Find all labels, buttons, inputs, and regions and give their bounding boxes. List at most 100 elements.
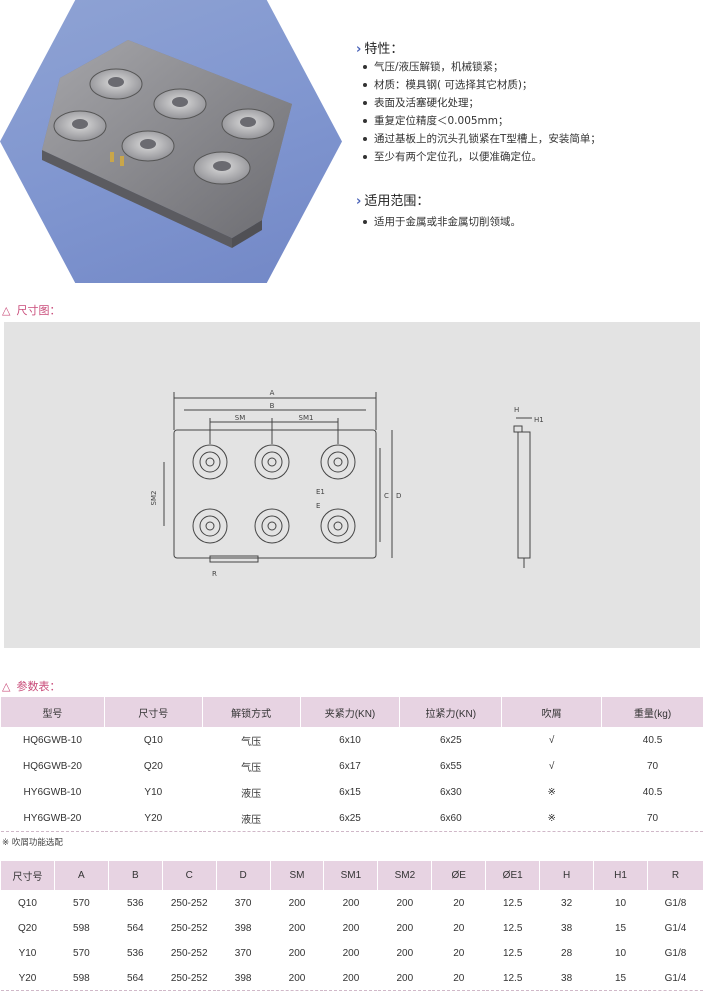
col-header: 拉紧力(KN) [399,696,503,728]
cell: G1/8 [646,940,704,966]
cell: G1/4 [646,965,704,991]
dim-label-e: E [316,502,320,510]
cell: 15 [593,915,648,941]
dimension-drawing: A B SM SM1 SM2 C D E1 E R H H1 [4,322,700,648]
chevron-right-icon: › [356,42,362,57]
cell: 6x55 [399,753,503,780]
cell: 40.5 [601,779,704,806]
cell: 200 [269,965,325,991]
dim-label-sm2: SM2 [150,491,158,506]
cell: Y20 [103,805,203,832]
cell: 20 [431,915,487,941]
col-header: 解锁方式 [201,696,301,728]
col-header: B [107,860,163,891]
cell: 12.5 [485,940,541,966]
scope-title: ›适用范围： [356,194,430,209]
cell: √ [501,753,603,780]
col-header: SM1 [323,860,379,891]
col-header: 尺寸号 [103,696,203,728]
dim-label-sm1: SM1 [299,414,314,422]
cell: 564 [107,915,163,941]
cell: 6x25 [399,727,503,754]
cell: HQ6GWB-10 [0,727,105,754]
dim-label-e1: E1 [316,488,325,496]
cell: 12.5 [485,915,541,941]
cell: 38 [539,915,595,941]
col-header: H [539,860,595,891]
col-header: C [161,860,217,891]
dim-label-c: C [384,492,389,500]
cell: 12.5 [485,890,541,916]
cell: 液压 [201,805,301,832]
cell: HQ6GWB-20 [0,753,105,780]
col-header: 夹紧力(KN) [299,696,401,728]
cell: 250-252 [161,940,217,966]
feature-item: 重复定位精度＜0.005mm； [363,113,509,128]
cell: 32 [539,890,595,916]
chevron-right-icon: › [356,194,362,209]
cell: G1/4 [646,915,704,941]
cell: ※ [501,779,603,806]
cell: 28 [539,940,595,966]
cell: 10 [593,940,648,966]
cell: HY6GWB-10 [0,779,105,806]
col-header: R [646,860,704,891]
col-header: 重量(kg) [601,696,704,728]
cell: 200 [377,965,433,991]
params-table: 型号 尺寸号 解锁方式 夹紧力(KN) 拉紧力(KN) 吹屑 重量(kg) HQ… [0,696,704,832]
technical-drawing: A B SM SM1 SM2 C D E1 E R H H1 [150,389,544,578]
cell: 15 [593,965,648,991]
cell: 598 [53,915,109,941]
cell: Q20 [0,915,55,941]
col-header: SM2 [377,860,433,891]
pallet-plate-illustration [42,40,292,248]
cell: 40.5 [601,727,704,754]
cell: 398 [215,915,271,941]
cell: 气压 [201,727,301,754]
cell: 200 [323,965,379,991]
cell: 250-252 [161,890,217,916]
cell: 12.5 [485,965,541,991]
cell: Q10 [0,890,55,916]
cell: Y10 [0,940,55,966]
feature-item: 至少有两个定位孔，以便准确定位。 [363,149,542,164]
cell: 250-252 [161,965,217,991]
cell: 570 [53,890,109,916]
dim-label-b: B [270,402,275,410]
cell: Y10 [103,779,203,806]
cell: 6x60 [399,805,503,832]
cell: 200 [323,890,379,916]
col-header: ØE1 [485,860,541,891]
cell: 70 [601,753,704,780]
cell: 6x25 [299,805,401,832]
cell: 6x17 [299,753,401,780]
triangle-icon: △ [2,304,11,317]
cell: 38 [539,965,595,991]
cell: 20 [431,890,487,916]
col-header: 吹屑 [501,696,603,728]
cell: 200 [269,890,325,916]
col-header: SM [269,860,325,891]
cell: 6x30 [399,779,503,806]
cell: 370 [215,890,271,916]
cell: 536 [107,890,163,916]
dim-label-r: R [212,570,217,578]
cell: 564 [107,965,163,991]
cell: 6x10 [299,727,401,754]
feature-item: 表面及活塞硬化处理； [363,95,479,110]
dim-label-h: H [514,406,519,414]
cell: 200 [377,915,433,941]
col-header: D [215,860,271,891]
cell: 200 [269,940,325,966]
feature-item: 气压/液压解锁，机械锁紧； [363,59,504,74]
cell: 200 [323,940,379,966]
cell: 200 [377,890,433,916]
cell: G1/8 [646,890,704,916]
table-footnote: ※ 吹屑功能选配 [2,838,63,848]
